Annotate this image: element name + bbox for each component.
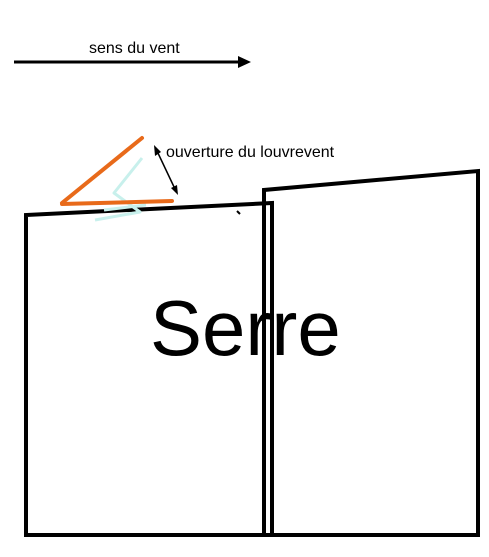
louvre-opening-label: ouverture du louvrevent	[166, 144, 335, 161]
roof-mark	[236, 210, 241, 215]
greenhouse-left-section	[24, 200, 274, 535]
wind-direction-label: sens du vent	[89, 40, 180, 57]
wind-direction-arrow	[14, 56, 251, 68]
greenhouse-label: Serre	[150, 284, 341, 372]
louvre-opening-arrow	[154, 145, 178, 195]
louvre-open-position	[60, 136, 174, 206]
greenhouse-right-section	[262, 168, 480, 535]
